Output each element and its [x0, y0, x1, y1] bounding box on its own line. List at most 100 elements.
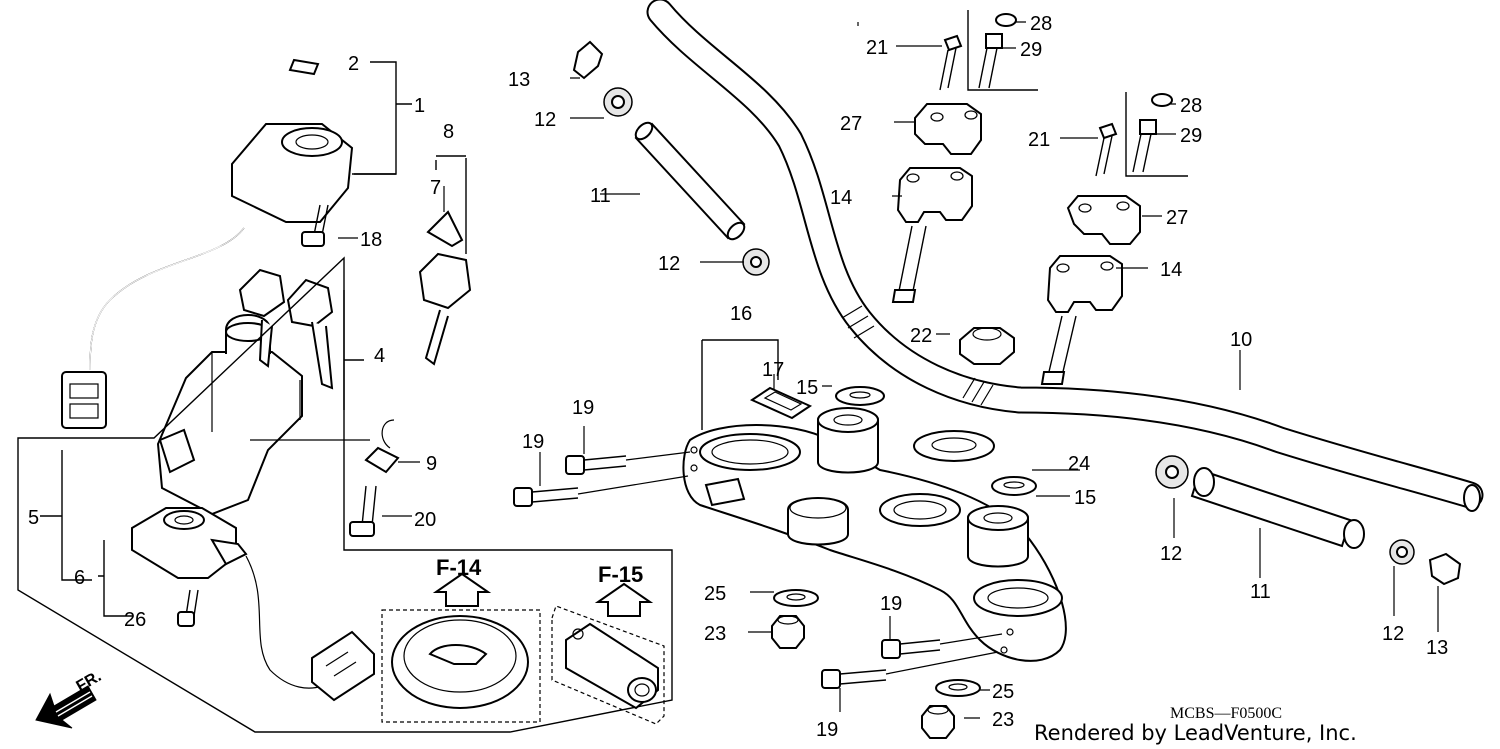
cap-28-top[interactable]	[995, 13, 1017, 27]
callout-18: 18	[360, 229, 382, 251]
callout-22: 22	[910, 325, 932, 347]
callout-23-right: 23	[992, 709, 1014, 731]
callout-27-top: 27	[840, 113, 862, 135]
bolt-19-a[interactable]	[565, 455, 627, 475]
rubber-12-mid[interactable]	[742, 248, 770, 276]
keys-set[interactable]	[238, 268, 334, 390]
switch-6-connector[interactable]	[311, 630, 375, 702]
bar-end-weight-right[interactable]	[1190, 467, 1365, 549]
clip-13-top[interactable]	[572, 40, 604, 80]
rubber-12-top[interactable]	[603, 87, 633, 117]
washer-25-right[interactable]	[935, 679, 981, 697]
callout-19-a: 19	[572, 397, 594, 419]
upper-holder-part-2[interactable]	[1066, 195, 1141, 245]
callout-6: 6	[74, 567, 85, 589]
lower-holder-part-2[interactable]	[1040, 255, 1123, 385]
callout-27-mid: 27	[1166, 207, 1188, 229]
callout-24: 24	[1068, 453, 1090, 475]
callout-12-right-a: 12	[1160, 543, 1182, 565]
screw-20-part[interactable]	[349, 485, 377, 537]
bolt-19-d[interactable]	[821, 669, 887, 689]
diagram-code: MCBS—F0500C	[1170, 705, 1282, 722]
rubber-12-right-b[interactable]	[1389, 539, 1415, 565]
key-label-part[interactable]	[288, 58, 320, 76]
ignition-cover-part[interactable]	[231, 123, 354, 223]
bolt-21-top[interactable]	[939, 34, 963, 91]
nut-22-part[interactable]	[959, 327, 1015, 365]
switch-6-wire	[245, 555, 323, 689]
callout-16: 16	[730, 303, 752, 325]
section-f14: F-14	[436, 555, 482, 580]
callout-20: 20	[414, 509, 436, 531]
callout-12-mid: 12	[658, 253, 680, 275]
callout-13-right: 13	[1426, 637, 1448, 659]
washer-25-left[interactable]	[773, 589, 819, 607]
callout-25-right: 25	[992, 681, 1014, 703]
callout-12-right-b: 12	[1382, 623, 1404, 645]
bar-end-weight-top[interactable]	[633, 120, 748, 243]
ignition-switch-body[interactable]	[156, 314, 303, 516]
callout-1: 1	[414, 95, 425, 117]
nut-23-right[interactable]	[921, 705, 955, 739]
callout-29-top: 29	[1020, 39, 1042, 61]
callout-28-mid: 28	[1180, 95, 1202, 117]
callout-21-mid: 21	[1028, 129, 1050, 151]
bolt-29-mid[interactable]	[1132, 119, 1157, 173]
cap-28-mid[interactable]	[1151, 93, 1173, 107]
callout-19-c: 19	[880, 593, 902, 615]
washer-24[interactable]	[913, 430, 995, 462]
bolt-29-top[interactable]	[978, 33, 1003, 89]
washer-15-top[interactable]	[835, 386, 885, 406]
seat-lock-part[interactable]	[565, 622, 659, 710]
render-credit: Rendered by LeadVenture, Inc.	[1034, 721, 1357, 745]
bolt-19-b[interactable]	[513, 487, 579, 507]
screw-18-part[interactable]	[301, 204, 329, 247]
callout-8: 8	[443, 121, 454, 143]
lower-holder-part[interactable]	[891, 167, 973, 303]
nut-23-left[interactable]	[771, 615, 805, 649]
key-blank-part[interactable]	[418, 252, 472, 366]
f14-arrow	[432, 572, 492, 607]
callout-21-top: 21	[866, 37, 888, 59]
callout-15-right: 15	[1074, 487, 1096, 509]
f15-inset-frame	[551, 605, 665, 725]
callout-5: 5	[28, 507, 39, 529]
callout-2: 2	[348, 53, 359, 75]
bolt-19-c[interactable]	[881, 639, 941, 659]
ignition-wire	[89, 227, 245, 371]
callout-11-top: 11	[590, 185, 611, 207]
callout-19-d: 19	[816, 719, 838, 741]
ignition-connector[interactable]	[61, 371, 107, 429]
callout-29-mid: 29	[1180, 125, 1202, 147]
callout-14-mid: 14	[1160, 259, 1182, 281]
callout-12-top: 12	[534, 109, 556, 131]
clip-13-right[interactable]	[1428, 552, 1462, 586]
switch-6-part[interactable]	[131, 507, 248, 579]
label-plate-17[interactable]	[749, 386, 813, 420]
callout-10: 10	[1230, 329, 1252, 351]
fuel-cap-part[interactable]	[391, 615, 529, 709]
top-bridge-part[interactable]	[682, 407, 1067, 662]
rubber-12-right-a[interactable]	[1155, 455, 1189, 489]
callout-7: 7	[430, 177, 441, 199]
upper-holder-part[interactable]	[914, 103, 982, 155]
callout-4: 4	[374, 345, 385, 367]
callout-26: 26	[124, 609, 146, 631]
screw-26-part[interactable]	[177, 589, 199, 627]
f15-arrow	[594, 582, 654, 617]
section-f15: F-15	[598, 562, 643, 587]
front-direction-arrow-icon	[35, 685, 97, 729]
washer-15-right[interactable]	[991, 476, 1037, 496]
callout-28-top: 28	[1030, 13, 1052, 35]
callout-19-b: 19	[522, 431, 544, 453]
callout-9: 9	[426, 453, 437, 475]
handlebar-part[interactable]	[646, 0, 1484, 512]
f14-inset-frame	[381, 609, 541, 723]
bolt-21-mid[interactable]	[1095, 122, 1118, 177]
callout-13-top: 13	[508, 69, 530, 91]
callout-17: 17	[762, 359, 784, 381]
cable-clamp-9[interactable]	[364, 419, 400, 474]
transponder-chip-part[interactable]	[426, 210, 464, 248]
callout-25-left: 25	[704, 583, 726, 605]
